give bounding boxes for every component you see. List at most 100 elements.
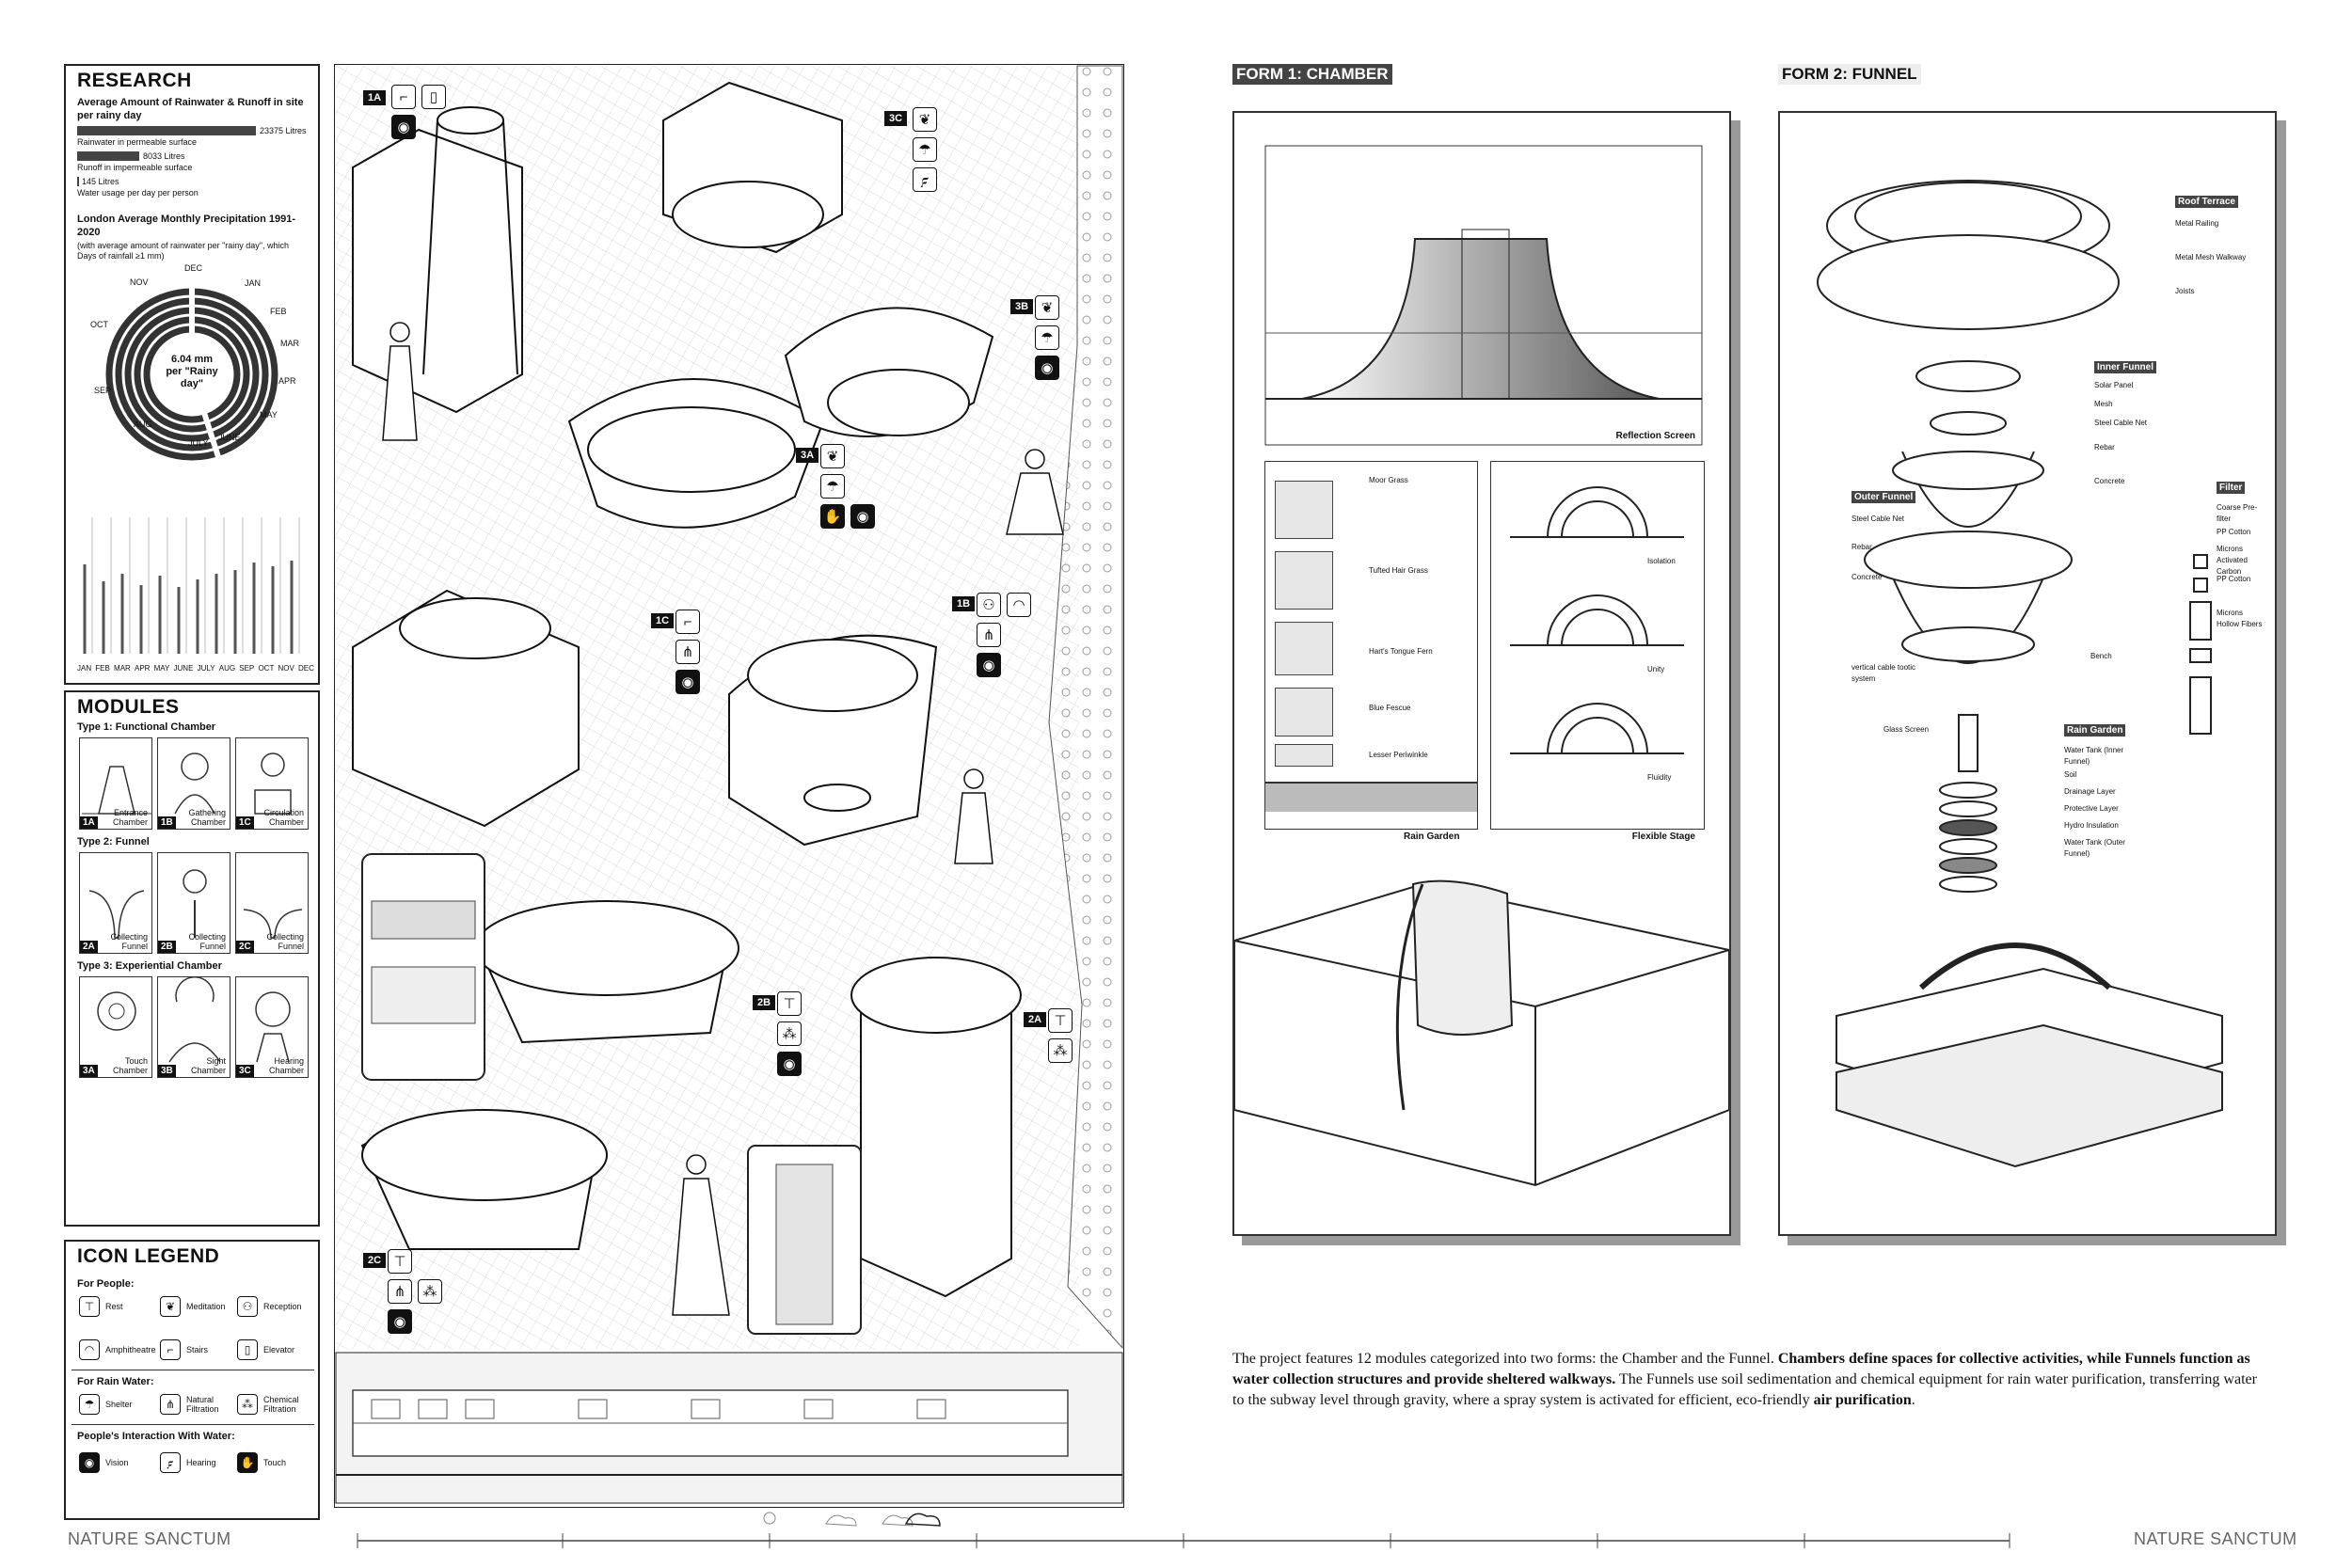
inner-item: Steel Cable Net — [2094, 419, 2148, 427]
module-code: 3A — [80, 1065, 98, 1077]
axis-month: JUNE — [173, 664, 194, 673]
amphitheatre-icon: ◠ — [79, 1339, 100, 1360]
month-axis: JAN FEB MAR APR MAY JUNE JULY AUG SEP OC… — [77, 664, 314, 673]
legend-label: Stairs — [186, 1345, 209, 1354]
description-part2: The Funnels use soil sedimentation and c… — [1232, 1371, 2257, 1408]
ring-month-july: JULY — [188, 438, 209, 448]
outer-item: Rebar — [1851, 543, 1872, 551]
rain-item: Hydro Insulation — [2064, 821, 2119, 830]
stairs-icon: ⌐ — [160, 1339, 181, 1360]
amphitheatre-icon: ◠ — [1007, 593, 1031, 617]
bench-label: Bench — [2090, 652, 2112, 660]
axon-tag-3a: 3A — [796, 448, 819, 463]
chamber-axonometric — [1234, 879, 1729, 1187]
legend-natural-filtration: ⋔Natural Filtration — [160, 1394, 224, 1415]
ring-month-dec: DEC — [184, 263, 203, 273]
stairs-icon: ⌐ — [675, 610, 700, 634]
legend-label: Chemical Filtration — [263, 1395, 299, 1414]
rain-garden-label: Rain Garden — [1404, 832, 1460, 842]
table-icon: ⊤ — [388, 1249, 412, 1274]
legend-rest: ⊤ Rest — [79, 1296, 123, 1317]
rain-garden-box: Moor Grass Tufted Hair Grass Hart's Tong… — [1264, 461, 1478, 830]
chemical-filter-icon: ⁂ — [418, 1279, 442, 1304]
flexible-stage-label: Flexible Stage — [1631, 832, 1695, 842]
module-code: 1A — [80, 816, 98, 829]
legend-interaction: People's Interaction With Water: — [77, 1431, 235, 1442]
filter-item: PP Cotton — [2217, 528, 2251, 536]
roof-terrace-label: Roof Terrace — [2175, 196, 2238, 208]
footer-left-title: NATURE SANCTUM — [68, 1529, 231, 1548]
runoff-bars: 23375 Litres Rainwater in permeable surf… — [77, 126, 312, 201]
legend-label: Vision — [105, 1458, 129, 1467]
plant-label: Blue Fescue — [1369, 704, 1411, 712]
people-icon: ⚇ — [977, 593, 1001, 617]
icon-legend-panel: ICON LEGEND For People: ⊤Rest ❦Meditatio… — [64, 1240, 320, 1520]
outer-funnel-label: Outer Funnel — [1851, 491, 1916, 503]
spiral-chart — [105, 282, 278, 464]
plant-swatch — [1275, 481, 1333, 539]
elevator-icon: ▯ — [421, 85, 446, 109]
axis-month: JULY — [197, 664, 215, 673]
module-name: Entrance Chamber — [112, 808, 148, 827]
ring-month-feb: FEB — [270, 307, 287, 316]
roof-item: Joists — [2175, 287, 2195, 295]
module-code: 3C — [236, 1065, 254, 1077]
module-name: Collecting Funnel — [110, 932, 148, 951]
rain-garden-strip — [1265, 782, 1477, 812]
axon-tag-1c: 1C — [651, 613, 675, 628]
legend-hearing: 𝟋 Hearing — [160, 1452, 216, 1473]
plant-swatch — [1275, 744, 1333, 767]
plant-label: Lesser Periwinkle — [1369, 751, 1428, 759]
axon-tag-2b: 2B — [753, 995, 776, 1010]
axis-month: MAY — [153, 664, 170, 673]
filter-item: Microns Activated Carbon — [2217, 545, 2248, 576]
glass-screen-label: Glass Screen — [1883, 725, 1930, 734]
precip-title: London Average Monthly Precipitation 199… — [77, 214, 296, 238]
legend-amphitheatre: ◠Amphitheatre — [79, 1339, 156, 1360]
module-2c: 2C Collecting Funnel — [235, 852, 309, 954]
weather-timeline — [357, 1512, 2010, 1548]
research-subtitle: Average Amount of Rainwater & Runoff in … — [77, 97, 304, 121]
legend-label: Hearing — [186, 1458, 216, 1467]
rain-garden-funnel-label: Rain Garden — [2064, 724, 2126, 736]
ring-month-may: MAY — [260, 410, 278, 420]
chemical-filter-icon: ⁂ — [777, 1022, 802, 1046]
plant-swatch — [1275, 688, 1333, 736]
legend-for-rain: For Rain Water: — [77, 1376, 154, 1387]
module-code: 2A — [80, 941, 98, 953]
axis-month: SEP — [239, 664, 255, 673]
module-name: Sight Chamber — [190, 1056, 226, 1075]
eye-icon: ◉ — [1035, 356, 1059, 380]
stage-mode-label: Fluidity — [1647, 773, 1672, 782]
hand-icon: ✋ — [820, 504, 845, 529]
legend-vision: ◉Vision — [79, 1452, 128, 1473]
roof-item: Metal Railing — [2175, 219, 2219, 228]
filter-item: PP Cotton — [2217, 575, 2251, 583]
inner-item: Solar Panel — [2094, 381, 2134, 389]
ring-month-aug: AUG — [134, 420, 152, 429]
rain-item: Soil — [2064, 770, 2077, 779]
plant-label: Tufted Hair Grass — [1369, 566, 1428, 575]
axon-tag-1b: 1B — [952, 596, 976, 611]
axon-tag-3b: 3B — [1010, 299, 1034, 314]
research-title: RESEARCH — [77, 70, 192, 91]
axon-tag-2c: 2C — [363, 1253, 387, 1268]
inner-item: Concrete — [2094, 477, 2125, 485]
legend-label: Rest — [105, 1302, 123, 1311]
funnel-exploded-axonometric — [1817, 180, 2223, 1168]
axis-month: FEB — [95, 664, 110, 673]
axis-month: NOV — [278, 664, 294, 673]
modules-title: MODULES — [77, 696, 180, 718]
cable-system-label: vertical cable tootic system — [1851, 663, 1916, 683]
axis-month: OCT — [258, 664, 275, 673]
description-part3: . — [1911, 1392, 1915, 1408]
table-icon: ⊤ — [79, 1296, 100, 1317]
form2-title: FORM 2: FUNNEL — [1778, 64, 1921, 85]
ear-icon: 𝟋 — [160, 1452, 181, 1473]
umbrella-icon: ☂ — [820, 474, 845, 499]
module-3c: 3C Hearing Chamber — [235, 976, 309, 1078]
module-name: Hearing Chamber — [268, 1056, 304, 1075]
leaf-icon: ❦ — [820, 444, 845, 468]
legend-label: Natural Filtration — [186, 1395, 219, 1414]
module-code: 3B — [158, 1065, 176, 1077]
